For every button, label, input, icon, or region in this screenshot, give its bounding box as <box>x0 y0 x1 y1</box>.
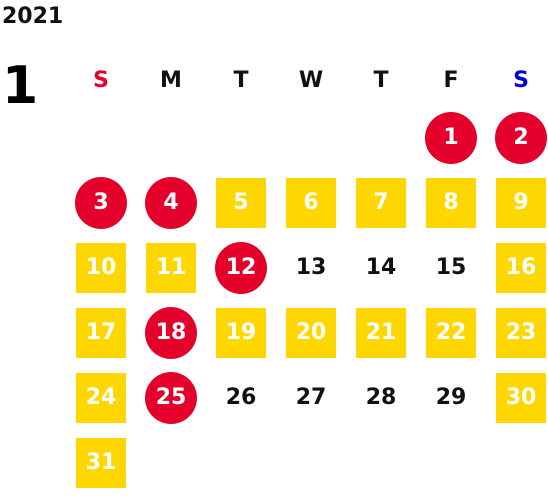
day-cell[interactable]: 31 <box>66 430 136 495</box>
day-cell[interactable]: 30 <box>486 365 548 430</box>
day-number: 25 <box>145 371 197 424</box>
day-number: 29 <box>435 385 467 410</box>
day-cell[interactable]: 25 <box>136 365 206 430</box>
day-number: 3 <box>75 176 127 229</box>
day-cell[interactable]: 12 <box>206 235 276 300</box>
day-number: 7 <box>356 177 406 228</box>
weekday-header: T <box>233 67 249 93</box>
day-cell[interactable]: 19 <box>206 300 276 365</box>
day-cell[interactable]: 2 <box>486 105 548 170</box>
blank-cell <box>206 105 276 170</box>
blank-cell <box>276 105 346 170</box>
day-cell[interactable]: 27 <box>276 365 346 430</box>
day-number: 2 <box>495 111 547 164</box>
weekday-header: S <box>513 67 529 93</box>
day-cell[interactable]: 17 <box>66 300 136 365</box>
weekday-header: T <box>373 67 389 93</box>
day-number: 30 <box>496 372 546 423</box>
day-number: 11 <box>146 242 196 293</box>
month-label: 1 <box>2 56 39 116</box>
day-number: 28 <box>365 385 397 410</box>
day-number: 23 <box>496 307 546 358</box>
weekday-header: F <box>443 67 459 93</box>
blank-cell <box>136 105 206 170</box>
day-cell[interactable]: 16 <box>486 235 548 300</box>
day-number: 5 <box>216 177 266 228</box>
day-cell[interactable]: 7 <box>346 170 416 235</box>
weekday-header: W <box>298 67 324 93</box>
day-cell[interactable]: 24 <box>66 365 136 430</box>
day-cell[interactable]: 3 <box>66 170 136 235</box>
day-number: 1 <box>425 111 477 164</box>
day-number: 9 <box>496 177 546 228</box>
day-number: 17 <box>76 307 126 358</box>
day-number: 22 <box>426 307 476 358</box>
blank-cell <box>346 105 416 170</box>
day-number: 6 <box>286 177 336 228</box>
day-number: 18 <box>145 306 197 359</box>
blank-cell <box>66 105 136 170</box>
day-cell[interactable]: 13 <box>276 235 346 300</box>
day-number: 26 <box>225 385 257 410</box>
day-number: 15 <box>435 255 467 280</box>
day-number: 19 <box>216 307 266 358</box>
day-cell[interactable]: 8 <box>416 170 486 235</box>
day-number: 21 <box>356 307 406 358</box>
day-cell[interactable]: 6 <box>276 170 346 235</box>
day-cell[interactable]: 18 <box>136 300 206 365</box>
day-cell[interactable]: 14 <box>346 235 416 300</box>
day-cell[interactable]: 22 <box>416 300 486 365</box>
day-cell[interactable]: 1 <box>416 105 486 170</box>
day-cell[interactable]: 20 <box>276 300 346 365</box>
day-number: 20 <box>286 307 336 358</box>
day-cell[interactable]: 26 <box>206 365 276 430</box>
day-number: 10 <box>76 242 126 293</box>
weekday-header: S <box>93 67 109 93</box>
weekday-header: M <box>160 67 182 93</box>
day-number: 24 <box>76 372 126 423</box>
day-cell[interactable]: 4 <box>136 170 206 235</box>
day-number: 31 <box>76 437 126 488</box>
day-cell[interactable]: 21 <box>346 300 416 365</box>
day-cell[interactable]: 10 <box>66 235 136 300</box>
day-number: 4 <box>145 176 197 229</box>
day-number: 8 <box>426 177 476 228</box>
day-number: 16 <box>496 242 546 293</box>
day-cell[interactable]: 11 <box>136 235 206 300</box>
day-number: 12 <box>215 241 267 294</box>
day-cell[interactable]: 15 <box>416 235 486 300</box>
day-cell[interactable]: 5 <box>206 170 276 235</box>
day-cell[interactable]: 28 <box>346 365 416 430</box>
day-cell[interactable]: 29 <box>416 365 486 430</box>
day-number: 13 <box>295 255 327 280</box>
year-label: 2021 <box>2 4 64 29</box>
day-number: 14 <box>365 255 397 280</box>
day-number: 27 <box>295 385 327 410</box>
day-cell[interactable]: 23 <box>486 300 548 365</box>
day-cell[interactable]: 9 <box>486 170 548 235</box>
